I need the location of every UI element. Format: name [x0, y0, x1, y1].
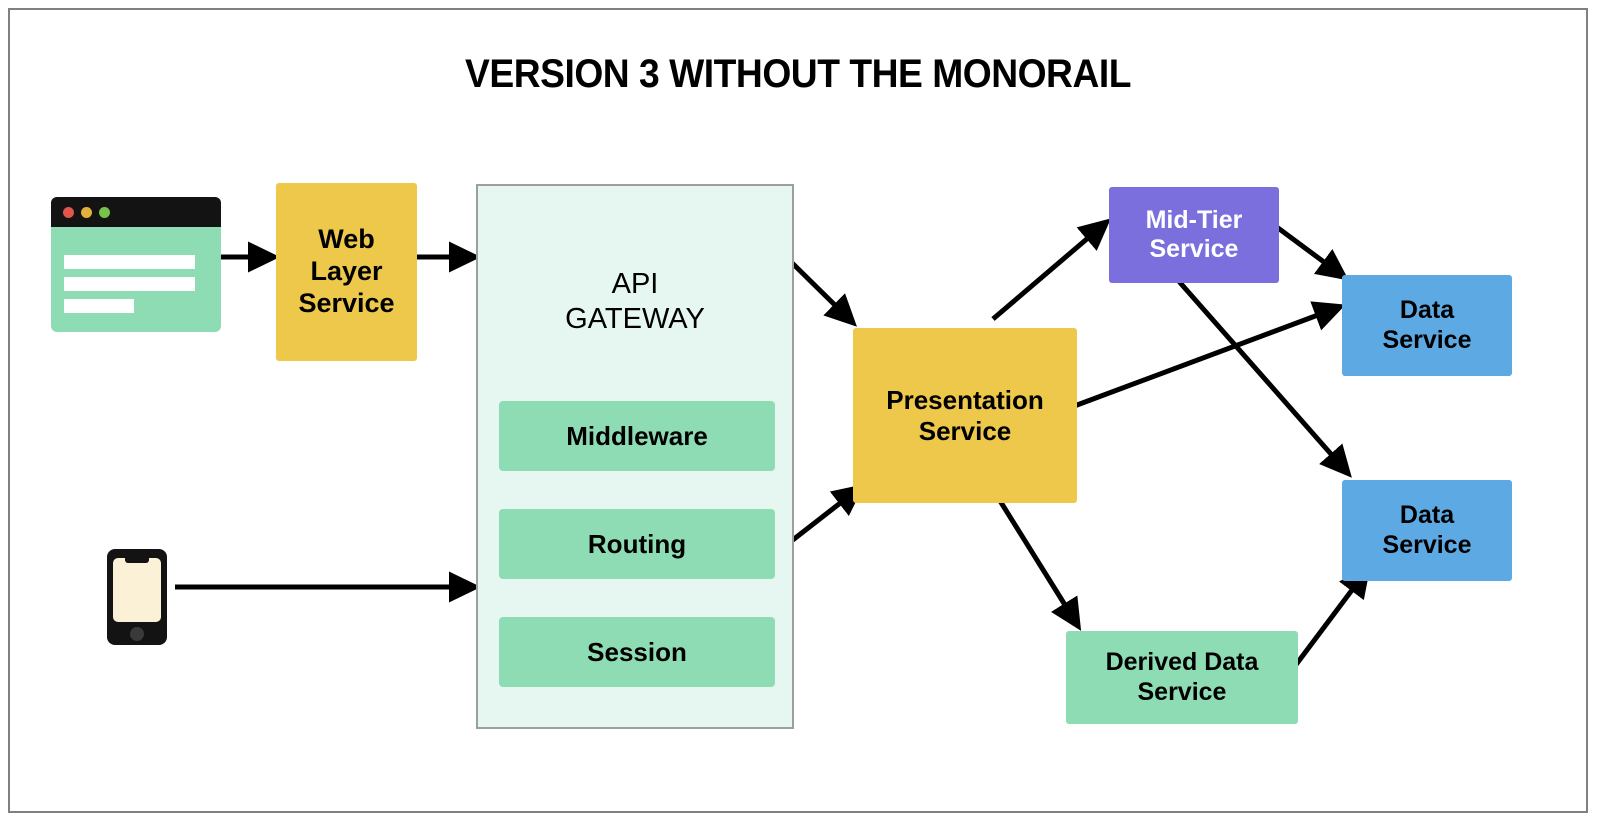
edge-mid-tier-to-data-service-1	[1272, 222, 1349, 281]
edge-presentation-to-data-service-1	[1068, 301, 1346, 411]
browser-content-bar	[64, 277, 195, 291]
api-gateway-item-routing[interactable]: Routing	[499, 509, 775, 579]
maximize-dot-icon	[99, 207, 110, 218]
edge-derived-data-to-data-service-2	[1290, 565, 1371, 672]
phone-screen	[113, 558, 161, 622]
node-api-gateway[interactable]: API GATEWAY Middleware Routing Session	[476, 184, 794, 729]
phone-notch	[125, 558, 149, 563]
page-title: VERSION 3 WITHOUT THE MONORAIL	[465, 52, 1131, 96]
browser-content-bar	[64, 299, 134, 313]
browser-window-icon	[51, 197, 221, 332]
edge-presentation-to-mid-tier	[991, 218, 1111, 321]
api-gateway-title: API GATEWAY	[565, 268, 705, 335]
browser-titlebar	[51, 197, 221, 227]
node-web-layer-service[interactable]: Web Layer Service	[276, 183, 417, 361]
edge-mid-tier-to-data-service-2	[1174, 276, 1352, 478]
diagram-canvas: VERSION 3 WITHOUT THE MONORAIL	[8, 8, 1588, 813]
mobile-phone-icon	[107, 549, 167, 645]
node-data-service-lower[interactable]: Data Service	[1342, 480, 1512, 581]
arrow-layer	[175, 218, 1371, 672]
node-data-service-upper[interactable]: Data Service	[1342, 275, 1512, 376]
phone-home-button	[130, 627, 144, 641]
node-mid-tier-service[interactable]: Mid-Tier Service	[1109, 187, 1279, 283]
node-presentation-service[interactable]: Presentation Service	[853, 328, 1077, 503]
close-dot-icon	[63, 207, 74, 218]
api-gateway-item-middleware[interactable]: Middleware	[499, 401, 775, 471]
minimize-dot-icon	[81, 207, 92, 218]
browser-content-bar	[64, 255, 195, 269]
edge-api-gateway-to-presentation-lower	[783, 484, 865, 548]
api-gateway-item-session[interactable]: Session	[499, 617, 775, 687]
node-derived-data-service[interactable]: Derived Data Service	[1066, 631, 1298, 724]
edge-presentation-to-derived-data	[989, 486, 1082, 631]
